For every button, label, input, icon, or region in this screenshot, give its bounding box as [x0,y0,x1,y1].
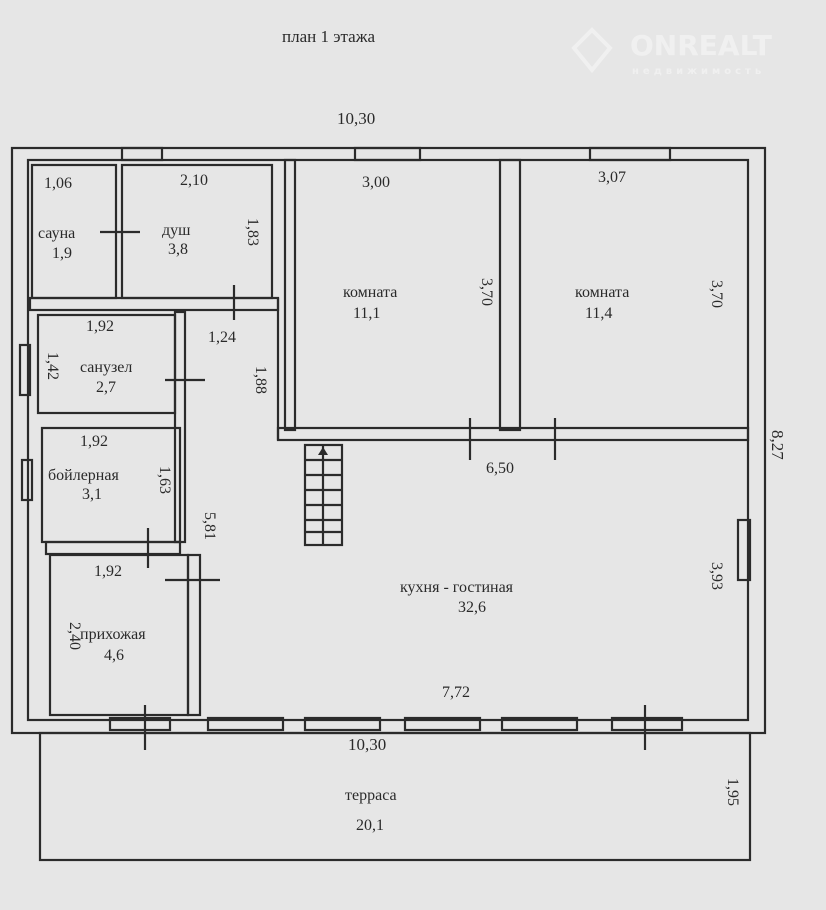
dim-boiler-h: 1,63 [156,466,173,494]
room-area-kitchen-living: 32,6 [458,599,486,616]
terrace-outline [38,731,752,862]
watermark-brand: ONREALT [630,29,772,62]
dim-right-height: 8,27 [768,430,787,460]
dim-top-width: 10,30 [337,109,375,128]
room-name-sauna: сауна [38,225,75,242]
room-name-terrace: терраса [345,787,397,804]
room-name-bathroom: санузел [80,359,132,376]
dim-left-corridor-h: 5,81 [201,512,218,540]
watermark-logo: ONREALT недвижимость [571,27,772,77]
room-labels: сауна 1,9 душ 3,8 комната 11,1 комната 1… [38,222,629,834]
dim-terrace-h: 1,95 [724,778,741,806]
room-area-shower: 3,8 [168,241,188,258]
dimension-labels: 10,30 10,30 8,27 1,06 2,10 1,83 3,00 3,7… [44,109,787,806]
room-name-room1: комната [343,284,397,301]
dim-hall-h: 2,40 [66,622,83,650]
dim-kitchen-bottom-w: 7,72 [442,684,470,701]
dim-corridor-w: 1,24 [208,329,236,346]
room-area-sauna: 1,9 [52,245,72,262]
plan-title: план 1 этажа [282,27,375,46]
dim-room1-w: 3,00 [362,174,390,191]
room-area-room1: 11,1 [353,305,380,322]
dim-kitchen-top-w: 6,50 [486,460,514,477]
room-name-boiler: бойлерная [48,467,119,484]
watermark-subtitle: недвижимость [632,66,765,77]
staircase [303,443,344,547]
room-name-hall: прихожая [80,626,146,643]
dim-room2-w: 3,07 [598,169,626,186]
room-area-room2: 11,4 [585,305,612,322]
room-name-room2: комната [575,284,629,301]
dim-kitchen-right-h: 3,93 [708,562,725,590]
dim-shower-w: 2,10 [180,172,208,189]
room-area-terrace: 20,1 [356,817,384,834]
dim-bath-h: 1,42 [44,352,61,380]
dim-sauna-w: 1,06 [44,175,72,192]
dim-hall-w: 1,92 [94,563,122,580]
room-area-hall: 4,6 [104,647,124,664]
dim-boiler-w: 1,92 [80,433,108,450]
room-area-bathroom: 2,7 [96,379,116,396]
dim-bath-w: 1,92 [86,318,114,335]
room-name-shower: душ [162,222,191,239]
dim-shower-h: 1,83 [244,218,261,246]
dim-room1-h: 3,70 [478,278,495,306]
room-area-boiler: 3,1 [82,486,102,503]
dim-room2-h: 3,70 [708,280,725,308]
dim-corridor-h: 1,88 [252,366,269,394]
walls [10,146,767,862]
dim-bottom-width: 10,30 [348,735,386,754]
room-name-kitchen-living: кухня - гостиная [400,579,514,596]
